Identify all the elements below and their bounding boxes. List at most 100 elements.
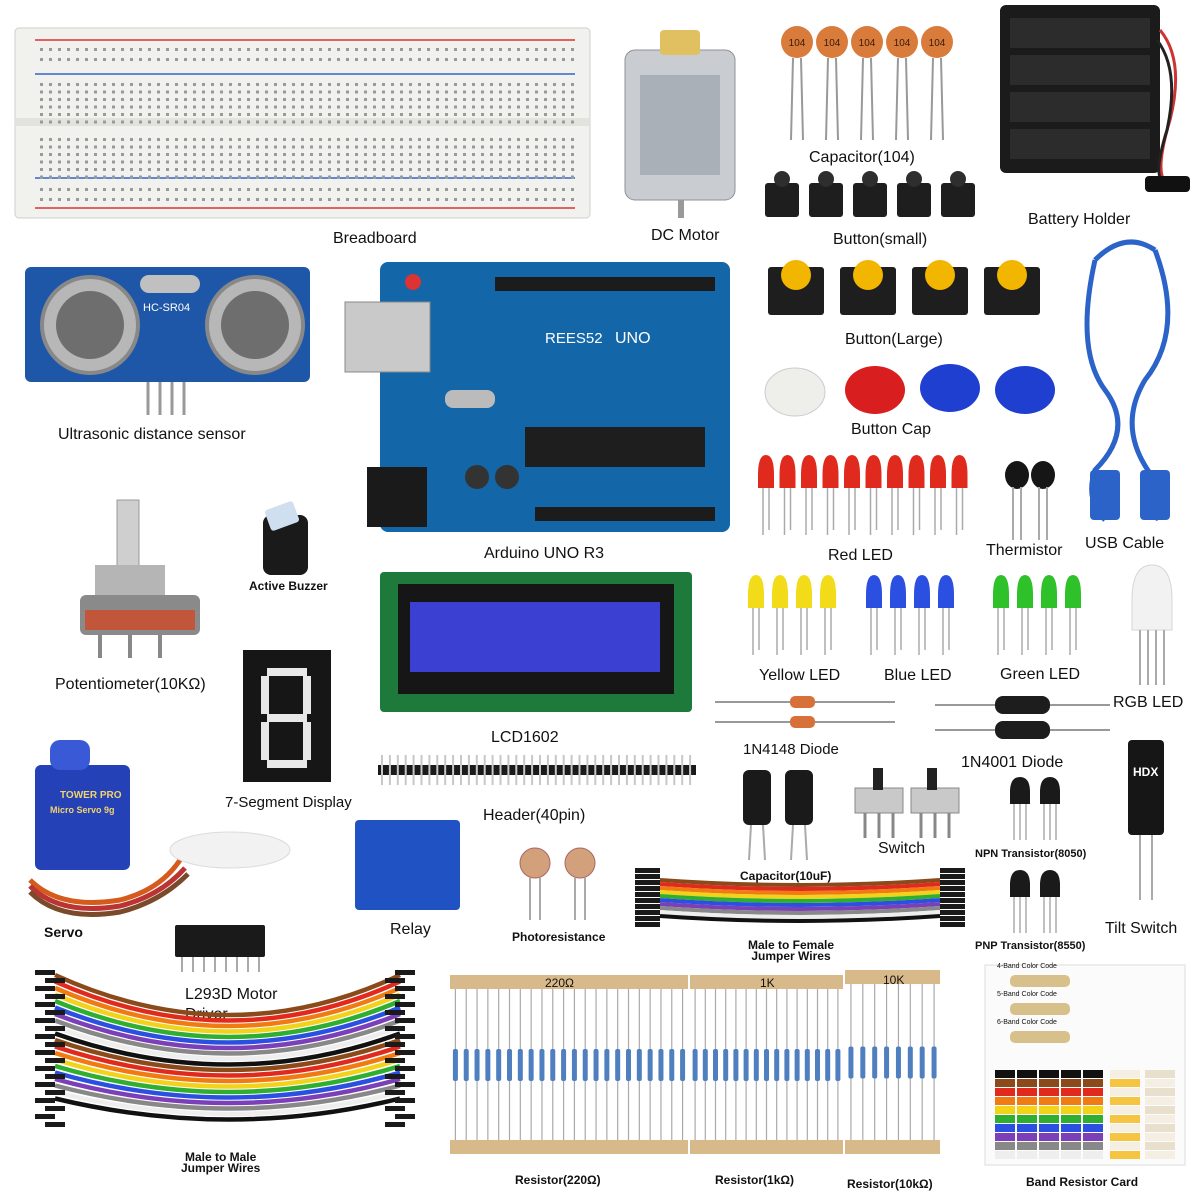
tilt-switch: HDX Tilt Switch [1100,740,1195,940]
resistor [658,1049,664,1081]
led [820,575,836,608]
servo-graphic [28,740,291,917]
ceramic-capacitor [921,26,953,58]
resistor [848,1046,854,1079]
jumper-wire [659,898,941,907]
resistor [743,1049,749,1081]
relay: Relay [350,815,470,945]
red-leds-graphic [758,455,968,535]
jumper-wire [54,1011,401,1051]
jumper-wire [54,979,401,1023]
resistor-tape-top [845,970,940,984]
thermistor-label: Thermistor [986,542,1063,559]
mm-wires-graphic [35,970,415,1127]
ceramic-capacitor [886,26,918,58]
jumper-wire [659,878,941,887]
blue-leds: Blue LED [858,570,968,688]
button-large-label: Button(Large) [845,331,943,348]
card-row-1: 4-Band Color Code [997,963,1057,970]
jumper-wire [659,902,941,911]
led [908,455,925,488]
resistor [753,1049,759,1081]
resistor [517,1049,523,1081]
potentiometer: Potentiometer(10KΩ) [55,499,235,700]
npn-graphic [1010,777,1060,840]
seven-segment-display: 7-Segment Display [225,650,365,815]
resistor [582,1049,588,1081]
yellow-leds: Yellow LED [740,570,850,688]
small-buttons-graphic [765,171,975,217]
jumper-wire [54,1096,401,1122]
breadboard: Breadboard [14,27,591,247]
ultrasonic-model: HC-SR04 [143,302,191,314]
band-card-label: Band Resistor Card [1026,1175,1139,1189]
resistor [507,1049,512,1081]
diode-1n4148-graphic [715,696,895,728]
resistor [884,1046,890,1079]
rgb-led: RGB LED [1110,560,1195,715]
green-leds: Green LED [985,570,1095,688]
jumper-wire [659,890,941,899]
npn-transistors: NPN Transistor(8050) [970,772,1100,864]
resistor [919,1046,925,1079]
band-resistor-card: 4-Band Color Code 5-Band Color Code 6-Ba… [984,963,1186,1195]
led [938,575,954,608]
ceramic-capacitor [851,26,883,58]
led [779,455,796,488]
thermistors: Thermistor [985,455,1075,565]
relay-graphic [355,820,460,910]
capacitor-marking: 104 [859,38,876,49]
resistor-tape-bottom [690,1140,843,1154]
male-female-label: Male to Female Jumper Wires [748,938,835,963]
resistor [794,1049,800,1081]
active-buzzer: Active Buzzer [245,501,345,600]
led [1065,575,1081,608]
seven-segment-graphic [243,650,331,782]
small-button [941,183,975,217]
pin-header: Header(40pin) [378,755,698,825]
led [844,455,860,488]
jumper-wire [659,894,941,903]
resistor-220-graphic [450,975,688,1154]
green-led-label: Green LED [1000,666,1081,683]
mf-wires-graphic [635,868,965,927]
tilt-switch-label: Tilt Switch [1105,920,1178,937]
resistor [764,1049,769,1081]
resistors-1k: 1K Resistor(1kΩ) [690,970,845,1195]
led [1017,575,1033,608]
button-cap-label: Button Cap [851,421,932,438]
electrolytic-capacitors: Capacitor(10uF) [735,765,845,885]
led [887,455,903,488]
red-led-label: Red LED [828,547,893,564]
jumper-wire [54,972,401,1018]
ceramic-capacitor [781,26,813,58]
servo-brand: TOWER PRO [60,790,122,801]
jumper-wire [659,886,941,895]
arduino-brand: REES52 [545,330,603,347]
jumper-wire [54,1063,401,1095]
jumper-wire [54,985,401,1029]
resistor [680,1049,686,1081]
jumper-wire [659,906,941,915]
resistor [860,1046,866,1079]
tape-10k: 10K [883,973,905,987]
resistor [835,1049,841,1081]
relay-label: Relay [390,921,431,938]
diode-1n4148-label: 1N4148 Diode [743,741,839,758]
dc-motor-graphic [624,30,736,218]
led [758,455,774,488]
resistor [539,1049,545,1081]
led [951,455,968,488]
capacitor-marking: 104 [929,38,946,49]
potentiometer-graphic [80,499,200,658]
lcd-display: LCD1602 [380,572,700,752]
led [801,455,817,488]
battery-holder-graphic [1000,5,1190,192]
breadboard-label: Breadboard [333,230,417,247]
resistor [485,1049,491,1081]
jumper-wire [659,882,941,891]
resistor [784,1049,790,1081]
small-buttons: Button(small) [760,165,980,250]
resistor [907,1046,913,1079]
